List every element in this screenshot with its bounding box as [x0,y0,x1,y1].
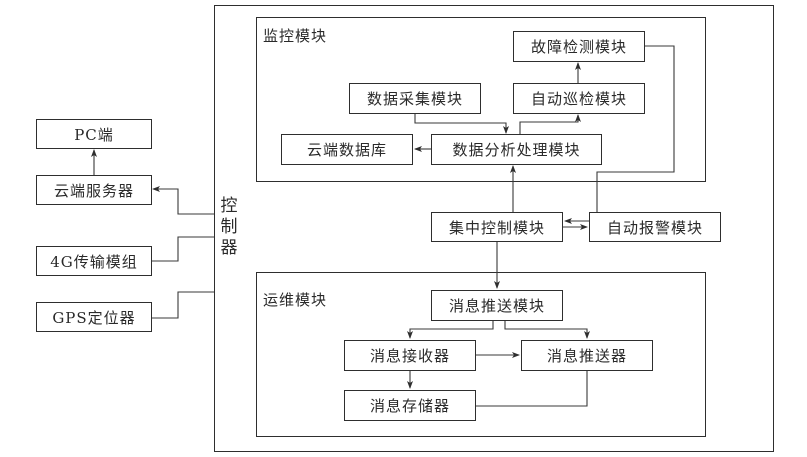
4g-module-box: 4G传输模组 [36,246,152,276]
gps-box: GPS定位器 [36,302,152,332]
line-4g-to-controller [151,236,214,262]
line-gps-to-controller [151,291,214,319]
pc-label: PC端 [74,125,114,144]
fault-detection-box: 故障检测模块 [513,31,645,62]
pusher-box: 消息推送器 [521,340,653,371]
controller-frame [214,5,774,452]
fault-detection-label: 故障检测模块 [530,38,627,56]
maintenance-module-title: 运维模块 [263,291,328,309]
gps-label: GPS定位器 [52,308,136,327]
controller-label: 控制器 [219,196,239,259]
auto-alarm-box: 自动报警模块 [589,212,721,242]
data-acquisition-label: 数据采集模块 [366,90,463,108]
receiver-box: 消息接收器 [344,340,476,371]
data-acquisition-box: 数据采集模块 [349,83,481,114]
arrow-acquisition-to-analysis [414,113,509,134]
arrow-push-to-receiver [407,320,494,339]
data-analysis-label: 数据分析处理模块 [452,141,581,159]
auto-inspection-box: 自动巡检模块 [513,83,645,114]
arrow-controller-to-cloudserver [152,186,214,215]
arrow-push-to-pusher [504,320,590,339]
monitor-module-title: 监控模块 [263,27,328,45]
cloud-server-label: 云端服务器 [53,181,134,200]
monitor-module-frame [256,17,706,182]
cloud-database-label: 云端数据库 [306,141,387,159]
central-control-box: 集中控制模块 [431,212,563,242]
push-module-box: 消息推送模块 [431,290,563,321]
pc-box: PC端 [36,119,152,149]
data-analysis-box: 数据分析处理模块 [431,134,602,165]
auto-alarm-label: 自动报警模块 [606,218,703,237]
cloud-server-box: 云端服务器 [36,175,152,205]
controller-label-char: 器 [220,238,238,258]
auto-inspection-label: 自动巡检模块 [530,90,627,108]
receiver-label: 消息接收器 [369,347,450,365]
maintenance-module-frame [256,272,706,437]
push-module-label: 消息推送模块 [448,297,545,315]
storage-box: 消息存储器 [344,390,476,421]
line-storage-to-pusher [476,370,588,407]
4g-module-label: 4G传输模组 [50,252,138,271]
pusher-label: 消息推送器 [546,347,627,365]
arrow-analysis-to-inspection [519,114,581,134]
cloud-database-box: 云端数据库 [281,134,413,165]
storage-label: 消息存储器 [369,397,450,415]
controller-label-char: 控 [220,196,238,216]
central-control-label: 集中控制模块 [448,218,545,237]
controller-label-char: 制 [220,217,238,237]
